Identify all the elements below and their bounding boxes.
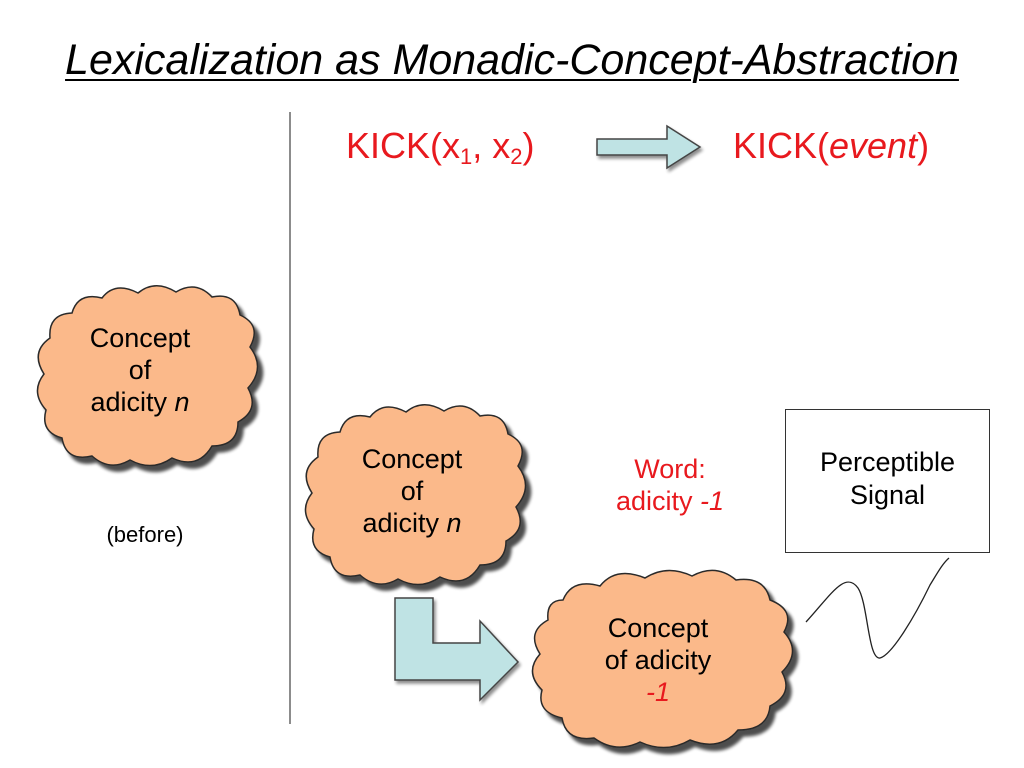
signal-line2: Signal (849, 480, 926, 510)
top-right-arrow (596, 124, 702, 170)
left-cloud-line3: adicity n (90, 387, 190, 417)
kick-event-predicate: KICK(event) (733, 128, 929, 164)
perceptible-signal-box (785, 409, 990, 553)
bottom-cloud-line1: Concept (607, 613, 709, 643)
kick-two-place-predicate: KICK(x1, x2) (346, 125, 535, 168)
left-cloud-line1: Concept (89, 323, 191, 353)
middle-cloud-label: Concept of adicity n (322, 443, 502, 539)
signal-line1: Perceptible (819, 447, 956, 477)
concept-cloud-left (36, 285, 259, 467)
middle-cloud-line3: adicity n (362, 508, 462, 538)
bottom-cloud-line3: -1 (645, 677, 670, 707)
word-label-line2: adicity -1 (615, 486, 725, 516)
kick-close-left: ) (522, 125, 535, 166)
kick-func-right: KICK( (733, 125, 830, 166)
before-label: (before) (106, 522, 184, 547)
bent-down-right-arrow (394, 597, 520, 702)
middle-cloud-line2: of (400, 476, 424, 506)
left-cloud-var: n (174, 387, 190, 417)
subscript-1: 1 (460, 144, 473, 169)
word-label-line1: Word: (634, 454, 706, 484)
middle-cloud-var: n (446, 508, 462, 538)
kick-func-left: KICK(x (346, 125, 461, 166)
middle-cloud-line1: Concept (361, 444, 463, 474)
perceptible-signal-label: Perceptible Signal (785, 446, 990, 512)
concept-cloud-middle (304, 404, 527, 586)
left-cloud-line2: of (128, 355, 152, 385)
kick-event-arg: event (829, 125, 918, 166)
bottom-cloud-label: Concept of adicity -1 (568, 612, 748, 708)
kick-close-right: ) (917, 125, 930, 166)
left-cloud-label: Concept of adicity n (55, 322, 225, 418)
word-adicity-value: -1 (700, 486, 725, 516)
concept-cloud-bottom (531, 569, 794, 749)
signal-wave-line (805, 557, 950, 659)
kick-arg-sep: , x (472, 125, 511, 166)
vertical-divider (289, 112, 291, 724)
slide-title: Lexicalization as Monadic-Concept-Abstra… (65, 36, 959, 84)
word-adicity-label: Word: adicity -1 (590, 453, 750, 517)
bottom-cloud-line2: of adicity (604, 645, 712, 675)
subscript-2: 2 (510, 144, 523, 169)
